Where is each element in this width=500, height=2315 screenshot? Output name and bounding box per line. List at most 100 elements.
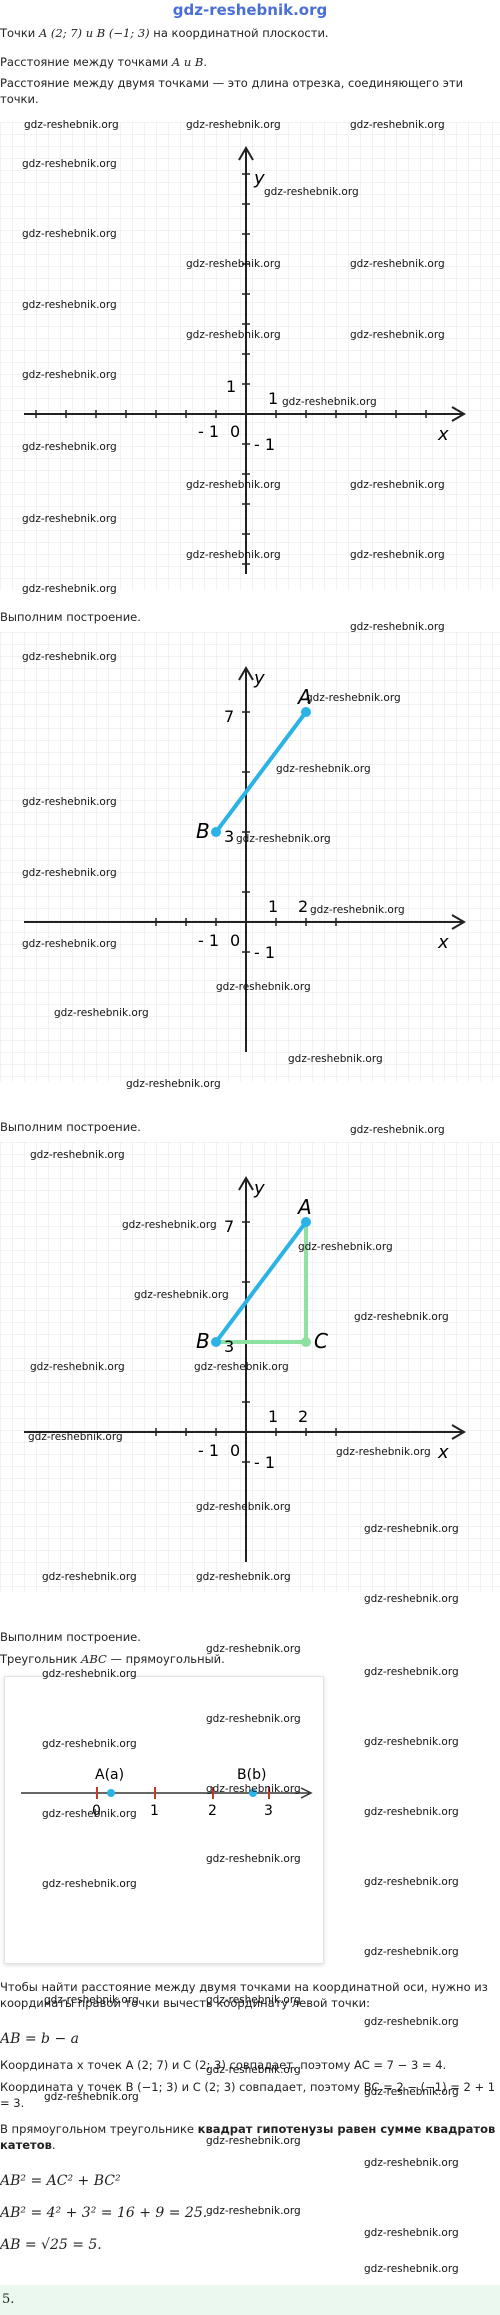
segment-ab — [214, 710, 308, 834]
origin-label: 0 — [230, 931, 240, 950]
tick-label-3: 3 — [264, 1803, 273, 1819]
watermark: gdz-reshebnik.org — [44, 2091, 139, 2103]
point-b-dot — [249, 1789, 257, 1797]
y-arrow — [238, 1176, 254, 1191]
plane-2-svg: A B x y 7 3 0 1 2 - 1 - 1 — [0, 632, 500, 1082]
ticks — [155, 711, 337, 953]
watermark: gdz-reshebnik.org — [22, 867, 117, 879]
point-c — [301, 1337, 311, 1347]
pythagoras-text: В прямоугольном треугольнике квадрат гип… — [0, 2122, 496, 2152]
answer-bar: 5. — [0, 2285, 500, 2315]
y-arrow — [238, 146, 254, 161]
axis-distance-rule: Чтобы найти расстояние между двумя точка… — [0, 1980, 488, 2010]
site-title[interactable]: gdz-reshebnik.org — [172, 1, 328, 19]
watermark: gdz-reshebnik.org — [22, 228, 117, 240]
triangle-statement: Треугольник ABC — прямоугольный. — [0, 1652, 225, 1666]
x-two-label: 2 — [298, 897, 308, 916]
watermark: gdz-reshebnik.org — [194, 1361, 289, 1373]
equation-3: AB = √25 = 5. — [0, 2237, 102, 2253]
x-two-label: 2 — [298, 1407, 308, 1426]
watermark: gdz-reshebnik.org — [206, 1713, 301, 1725]
watermark: gdz-reshebnik.org — [364, 1523, 459, 1535]
formula-ab: AB = b − a — [0, 2031, 79, 2047]
watermark: gdz-reshebnik.org — [236, 833, 331, 845]
y-seven-label: 7 — [224, 1217, 234, 1236]
y-arrow — [238, 666, 254, 681]
point-a-label: A(a) — [95, 1767, 124, 1783]
x-axis-label: x — [437, 932, 449, 953]
tick-label-0: 0 — [92, 1803, 101, 1819]
watermark: gdz-reshebnik.org — [22, 441, 117, 453]
point-b-label: B(b) — [237, 1767, 266, 1783]
watermark: gdz-reshebnik.org — [42, 1878, 137, 1890]
watermark: gdz-reshebnik.org — [44, 1994, 139, 2006]
y-minus-one-label: - 1 — [254, 943, 275, 962]
watermark: gdz-reshebnik.org — [24, 119, 119, 131]
intro-line-2: Расстояние между точками A и B. — [0, 55, 207, 69]
y-three-label: 3 — [224, 1337, 234, 1356]
watermark: gdz-reshebnik.org — [54, 1007, 149, 1019]
equation-1: AB² = AC² + BC² — [0, 2173, 121, 2189]
watermark: gdz-reshebnik.org — [206, 2064, 301, 2076]
build-label-1: Выполним построение. — [0, 610, 141, 624]
number-line-svg: A(a) B(b) 0 1 2 3 — [21, 1767, 313, 1819]
watermark: gdz-reshebnik.org — [42, 1571, 137, 1583]
number-line-ticks — [96, 1787, 270, 1799]
point-a-dot — [107, 1789, 115, 1797]
watermark: gdz-reshebnik.org — [364, 1593, 459, 1605]
watermark: gdz-reshebnik.org — [186, 119, 281, 131]
watermark: gdz-reshebnik.org — [206, 1994, 301, 2006]
watermark: gdz-reshebnik.org — [30, 1361, 125, 1373]
watermark: gdz-reshebnik.org — [206, 2205, 301, 2217]
figure-coordinate-plane: x y 0 1 1 - 1 - 1 — [0, 122, 500, 590]
watermark: gdz-reshebnik.org — [30, 1149, 125, 1161]
watermark: gdz-reshebnik.org — [126, 1078, 221, 1090]
x-one-label: 1 — [268, 1407, 278, 1426]
watermark: gdz-reshebnik.org — [306, 692, 401, 704]
watermark: gdz-reshebnik.org — [282, 396, 377, 408]
figure-triangle-abc: A B C x y 7 3 0 1 2 - 1 - 1 — [0, 1142, 500, 1592]
watermark: gdz-reshebnik.org — [22, 369, 117, 381]
number-line-arrow — [300, 1787, 313, 1799]
x-coordinate-text: Координата x точек A (2; 7) и C (2; 3) с… — [0, 2058, 447, 2072]
x-minus-one-label: - 1 — [198, 931, 219, 950]
watermark: gdz-reshebnik.org — [186, 549, 281, 561]
watermark: gdz-reshebnik.org — [364, 2157, 459, 2169]
watermark: gdz-reshebnik.org — [42, 1738, 137, 1750]
watermark: gdz-reshebnik.org — [350, 1124, 445, 1136]
watermark: gdz-reshebnik.org — [364, 2227, 459, 2239]
origin-label: 0 — [230, 1441, 240, 1460]
watermark: gdz-reshebnik.org — [22, 796, 117, 808]
tick-label-2: 2 — [208, 1803, 217, 1819]
plane-1-svg: x y 0 1 1 - 1 - 1 — [0, 122, 500, 590]
build-label-3: Выполним построение. — [0, 1630, 141, 1644]
number-line-card: A(a) B(b) 0 1 2 3 — [4, 1676, 324, 1964]
watermark: gdz-reshebnik.org — [216, 981, 311, 993]
watermark: gdz-reshebnik.org — [350, 621, 445, 633]
y-axis-label: y — [253, 668, 265, 689]
watermark: gdz-reshebnik.org — [196, 1571, 291, 1583]
watermark: gdz-reshebnik.org — [22, 938, 117, 950]
point-b — [211, 827, 221, 837]
watermark: gdz-reshebnik.org — [298, 1241, 393, 1253]
x-one-label: 1 — [268, 389, 278, 408]
grid — [0, 122, 500, 590]
watermark: gdz-reshebnik.org — [206, 2135, 301, 2147]
watermark: gdz-reshebnik.org — [364, 1666, 459, 1678]
y-axis-label: y — [253, 168, 265, 189]
watermark: gdz-reshebnik.org — [122, 1219, 217, 1231]
x-axis-label: x — [437, 424, 449, 445]
watermark: gdz-reshebnik.org — [134, 1289, 229, 1301]
intro-line-1: Точки A (2; 7) и B (−1; 3) на координатн… — [0, 26, 329, 40]
watermark: gdz-reshebnik.org — [364, 2016, 459, 2028]
ticks — [35, 173, 427, 565]
point-b-label: B — [196, 1329, 210, 1353]
answer-value: 5. — [2, 2292, 15, 2307]
watermark: gdz-reshebnik.org — [28, 1431, 123, 1443]
watermark: gdz-reshebnik.org — [206, 1853, 301, 1865]
x-minus-one-label: - 1 — [198, 1441, 219, 1460]
watermark: gdz-reshebnik.org — [364, 2263, 459, 2275]
watermark: gdz-reshebnik.org — [364, 1946, 459, 1958]
watermark: gdz-reshebnik.org — [186, 479, 281, 491]
y-seven-label: 7 — [224, 707, 234, 726]
